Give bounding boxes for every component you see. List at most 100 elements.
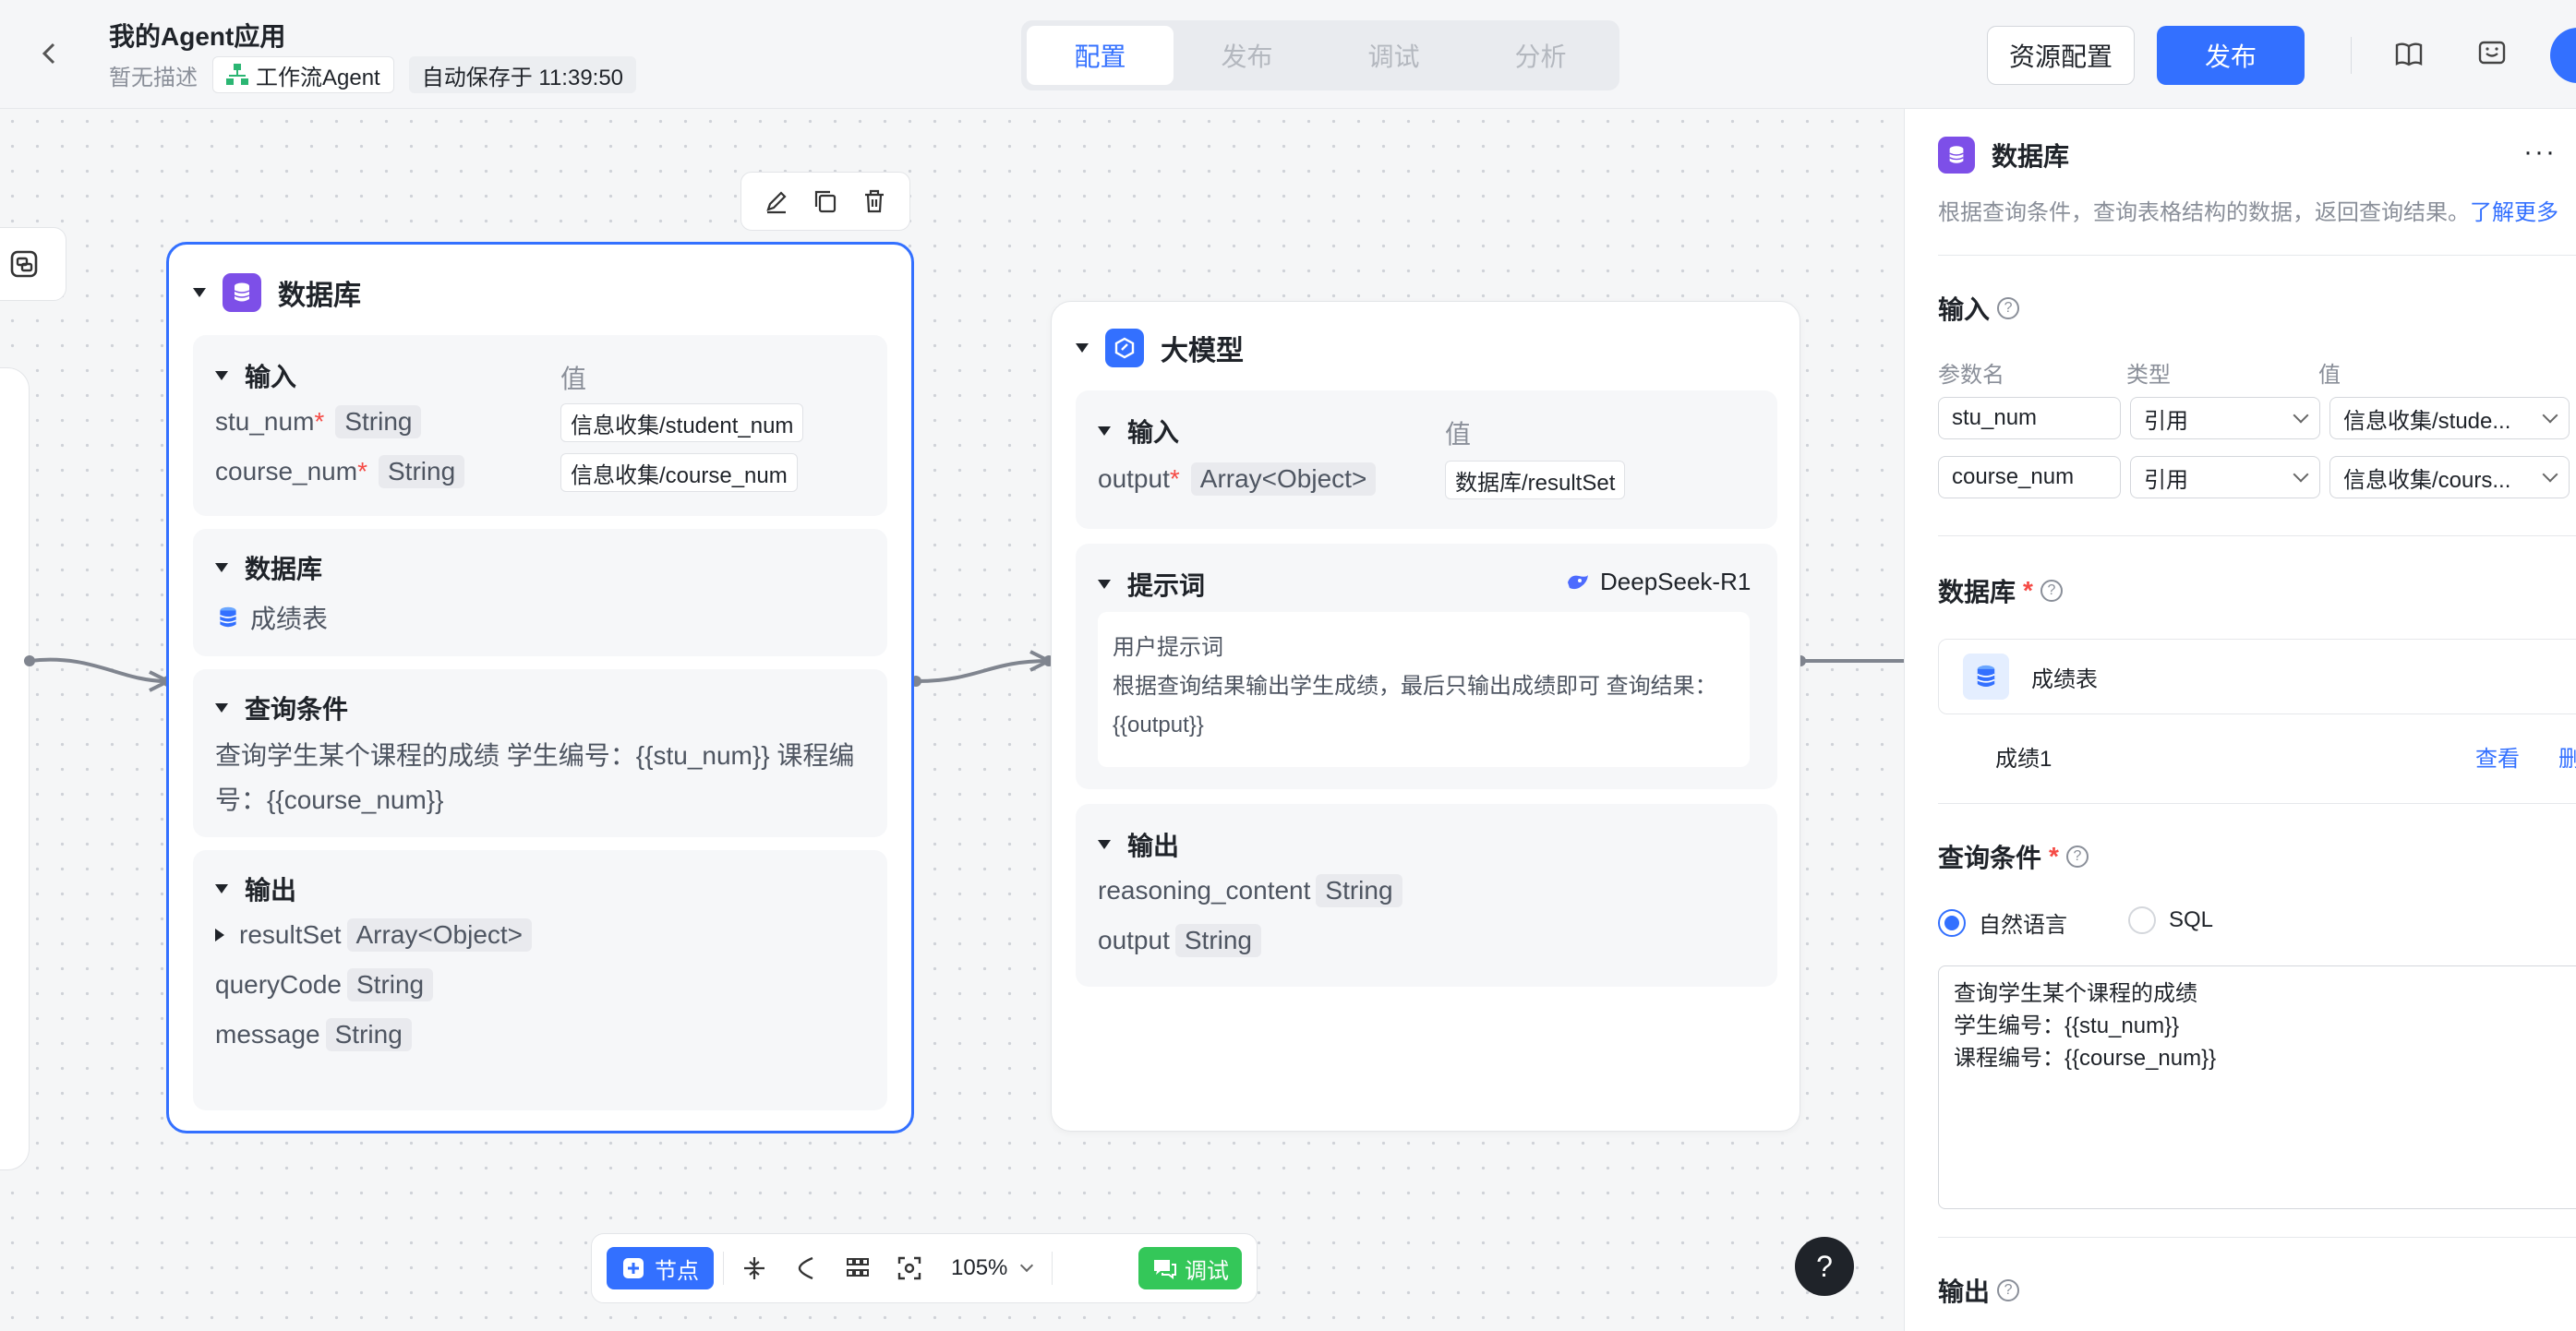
table-db-icon [220,606,236,628]
copy-icon[interactable] [810,186,841,217]
value-header: 值 [1445,420,1472,449]
collapse-icon[interactable] [1098,840,1111,849]
radio-unselected-icon [2128,906,2156,934]
grid-icon[interactable] [837,1247,879,1289]
selected-database-card[interactable]: 成绩表 [1938,639,2576,714]
edit-icon[interactable] [761,186,792,217]
divider [1938,803,2576,804]
user-prompt-label: 用户提示词 [1113,635,1223,660]
query-condition-textarea[interactable]: 查询学生某个课程的成绩 学生编号：{{stu_num}} 课程编号：{{cour… [1938,965,2576,1209]
fit-view-icon[interactable] [888,1247,931,1289]
database-icon [223,273,261,312]
llm-node-header[interactable]: 大模型 [1076,328,1244,368]
collapse-icon[interactable] [215,703,228,713]
db-query-text: 查询学生某个课程的成绩 学生编号：{{stu_num}} 课程编号：{{cour… [215,741,855,814]
query-line: 查询学生某个课程的成绩 [1954,981,2197,1006]
feedback-icon[interactable] [2476,39,2508,70]
llm-icon [1105,329,1144,367]
model-badge: DeepSeek-R1 [1565,568,1751,596]
collapse-icon[interactable] [215,563,228,572]
radio-natural-language[interactable]: 自然语言 [1938,906,2067,939]
db-table-title[interactable]: 数据库 [215,549,322,586]
llm-output-title[interactable]: 输出 [1098,826,1179,863]
collapse-icon[interactable] [215,371,228,380]
query-line: 课程编号：{{course_num}} [1954,1046,2217,1071]
llm-prompt-section: 提示词 DeepSeek-R1 用户提示词 根据查询结果输出学生成绩，最后只输出… [1076,544,1777,789]
resource-config-button[interactable]: 资源配置 [1987,26,2135,85]
workflow-canvas[interactable]: 数据库 输入 值 stu_num*String 信息收集/student_num… [0,109,1904,1331]
db-query-section: 查询条件 查询学生某个课程的成绩 学生编号：{{stu_num}} 课程编号：{… [193,669,887,837]
param-type-select[interactable]: 引用 [2130,456,2320,498]
minimap-button[interactable] [0,227,66,301]
app-header: 我的Agent应用 暂无描述 工作流Agent 自动保存于 11:39:50 配… [0,0,2576,109]
database-node-title: 数据库 [278,281,361,311]
workflow-icon [226,64,248,86]
collapse-icon[interactable] [1098,580,1111,589]
llm-node[interactable]: 大模型 输入 值 output*Array<Object> 数据库/result… [1051,301,1800,1132]
delete-icon[interactable] [859,186,890,217]
delete-link[interactable]: 删 [2558,747,2576,772]
radio-sql[interactable]: SQL [2128,906,2213,934]
app-description: 暂无描述 [109,65,198,90]
collapse-icon[interactable] [1076,343,1089,353]
db-query-title[interactable]: 查询条件 [215,689,348,726]
llm-input-row: output*Array<Object> [1098,462,1377,496]
book-icon[interactable] [2393,39,2425,70]
chevron-down-icon [2293,407,2309,424]
llm-prompt-title[interactable]: 提示词 [1098,566,1205,603]
debug-button[interactable]: 调试 [1138,1247,1242,1289]
database-node[interactable]: 数据库 输入 值 stu_num*String 信息收集/student_num… [166,242,914,1133]
param-name-input[interactable]: stu_num [1938,397,2121,439]
app-title: 我的Agent应用 [109,22,286,51]
help-icon[interactable]: ? [1997,297,2020,319]
param-type-select[interactable]: 引用 [2130,397,2320,439]
tab-debug[interactable]: 调试 [1367,42,1420,71]
help-icon[interactable]: ? [2040,580,2063,602]
add-node-button[interactable]: 节点 [607,1247,714,1289]
help-button[interactable]: ? [1795,1237,1854,1296]
help-icon[interactable]: ? [1997,1279,2020,1301]
user-prompt-box[interactable]: 用户提示词 根据查询结果输出学生成绩，最后只输出成绩即可 查询结果：{{outp… [1098,612,1750,767]
collapse-icon[interactable] [215,884,228,893]
avatar[interactable] [2550,28,2576,83]
connector-style-icon[interactable] [785,1247,827,1289]
tab-publish[interactable]: 发布 [1221,42,1273,71]
tab-analysis[interactable]: 分析 [1514,42,1567,71]
header-divider [2351,37,2352,74]
deepseek-icon [1568,574,1588,589]
radio-selected-icon [1938,908,1966,937]
database-table-name: 成绩表 [2031,666,2098,692]
view-link[interactable]: 查看 [2475,747,2520,772]
auto-layout-icon[interactable] [733,1247,776,1289]
more-options-icon[interactable]: ··· [2523,137,2557,167]
expand-icon[interactable] [215,929,224,941]
db-input-row: stu_num*String [215,405,422,438]
param-name-input[interactable]: course_num [1938,456,2121,498]
llm-input-title[interactable]: 输入 [1098,413,1179,450]
db-input-title[interactable]: 输入 [215,357,296,394]
help-icon[interactable]: ? [2065,845,2088,868]
database-node-header[interactable]: 数据库 [193,272,361,313]
tab-config[interactable]: 配置 [1027,26,1174,85]
collapse-icon[interactable] [1098,426,1111,436]
param-value-select[interactable]: 信息收集/cours... [2329,456,2570,498]
param-value-select[interactable]: 信息收集/stude... [2329,397,2570,439]
database-icon [1938,137,1975,174]
panel-db-title: 数据库*? [1938,572,2063,609]
chevron-down-icon [2542,466,2558,483]
node-toolbar [740,172,910,231]
back-icon[interactable] [33,37,66,70]
collapse-icon[interactable] [193,288,206,297]
publish-button[interactable]: 发布 [2157,26,2305,85]
zoom-select[interactable]: 105% [940,1255,1042,1281]
db-output-title[interactable]: 输出 [215,870,296,907]
previous-node[interactable] [0,367,30,1170]
db-input-section: 输入 值 stu_num*String 信息收集/student_num cou… [193,335,887,516]
table-db-icon [1963,654,2009,700]
learn-more-link[interactable]: 了解更多 [2470,200,2558,225]
